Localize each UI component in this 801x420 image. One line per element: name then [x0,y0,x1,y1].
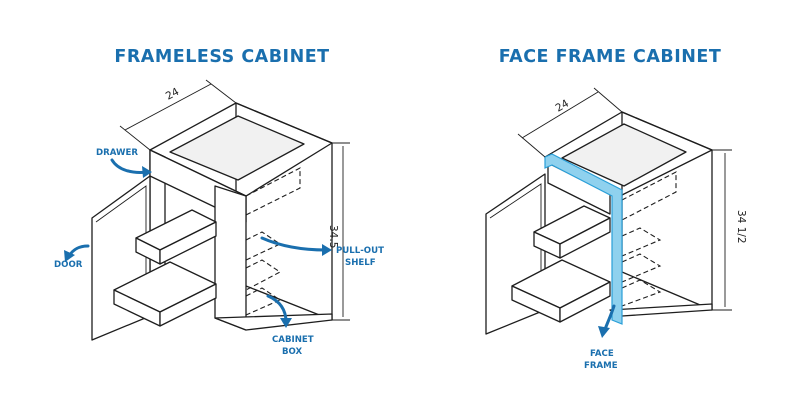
pull-out-label-line1: PULL-OUT [336,246,384,256]
frameless-cabinet-title: FRAMELESS CABINET [114,47,329,67]
height-dimension-label: 34.5 [327,225,339,248]
door-callout: DOOR [54,244,90,270]
face-frame-callout: FACE FRAME [584,304,618,371]
width-dimension-line [124,83,212,131]
width-dimension-label: 24 [164,86,182,103]
cabinet-top-opening [561,123,687,187]
height-dimension-label: 34 1/2 [735,210,747,244]
face-frame-label-line1: FACE [590,349,614,359]
width-dimension-label: 24 [554,97,572,114]
face-frame-label-line2: FRAME [584,361,618,371]
face-frame-cabinet-title: FACE FRAME CABINET [499,47,722,67]
cabinet-box-label-line2: BOX [282,347,303,357]
front-right-edge [214,185,247,331]
door-label: DOOR [54,260,83,270]
drawer-callout: DRAWER [96,148,152,178]
door-arrow-icon [64,250,75,262]
pull-out-label-line2: SHELF [345,258,376,268]
pull-out-shelf-callout: PULL-OUT SHELF [260,236,384,268]
cabinet-top-opening [169,115,305,181]
cabinet-box-callout: CABINET BOX [266,294,314,357]
face-frame-arrow-icon [598,326,610,338]
frameless-cabinet-drawing: 24 34.5 [91,79,350,341]
drawer-arrow-icon [142,166,152,178]
width-dimension-line [521,91,599,139]
face-frame-cabinet-drawing: 24 34 1/2 [485,87,747,335]
pull-out-arrow-icon [322,244,332,256]
cabinet-box-arrow-icon [280,318,292,328]
drawer-label: DRAWER [96,148,138,158]
cabinet-box-label-line1: CABINET [272,335,314,345]
